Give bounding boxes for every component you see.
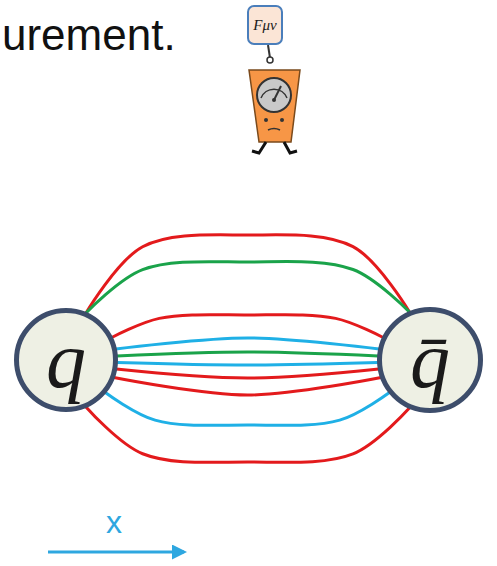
flux-line — [86, 407, 410, 463]
antiquark-circle: q̄ — [377, 307, 483, 413]
flux-line — [116, 369, 379, 378]
flux-line — [117, 352, 378, 356]
node-text: q̄ — [410, 320, 450, 400]
node-text: q — [46, 320, 86, 400]
flux-line — [86, 262, 410, 314]
flux-line — [105, 393, 389, 426]
quark-circle: q — [14, 308, 118, 412]
node-text: Fμν — [253, 18, 276, 33]
meter-figure — [249, 45, 300, 153]
flux-line — [114, 378, 381, 396]
flux-line — [86, 235, 410, 313]
caption-fragment: urement. — [2, 10, 176, 60]
flux-line — [117, 363, 378, 366]
x-axis-arrow — [48, 551, 184, 554]
field-box: Fμν — [247, 5, 283, 45]
axis-label: x — [106, 504, 122, 541]
flux-line — [112, 315, 383, 338]
flux-line — [116, 338, 379, 349]
